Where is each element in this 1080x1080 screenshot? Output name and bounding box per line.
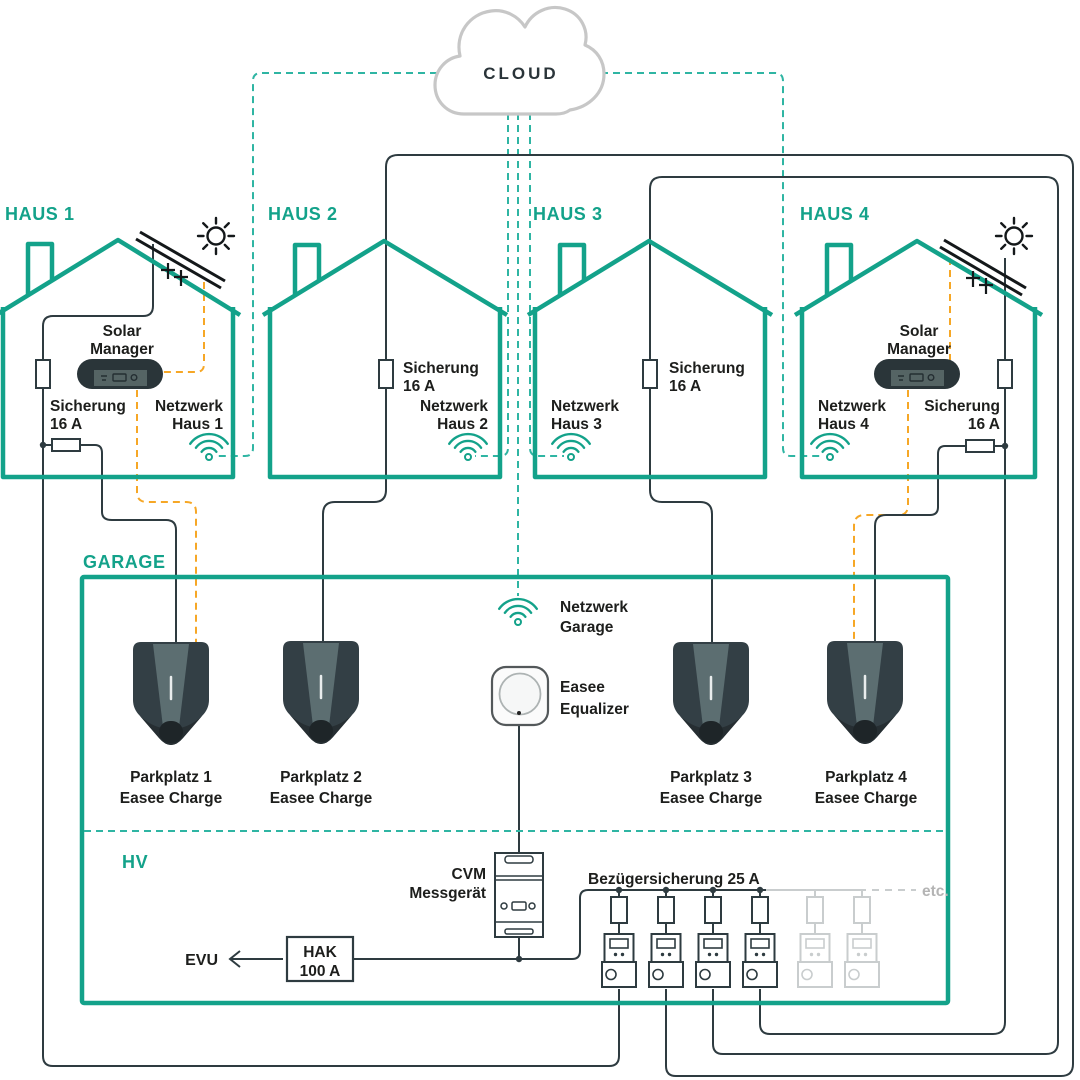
solar-manager-device-haus4	[874, 359, 960, 389]
evu-label: EVU	[185, 952, 218, 969]
garage-title: GARAGE	[83, 552, 166, 572]
equalizer-label-line1: Easee	[560, 679, 605, 696]
fuse-haus2	[378, 359, 394, 389]
solar-manager-label-haus4-line1: Solar	[900, 323, 939, 340]
network-label-garage-line2: Garage	[560, 619, 614, 636]
network-label-haus1-line1: Netzwerk	[155, 398, 223, 415]
solar-manager-links	[136, 258, 951, 645]
solar-manager-device-haus1	[77, 359, 163, 389]
charger4-label-line1: Parkplatz 4	[825, 769, 907, 786]
charger2-label-line2: Easee Charge	[270, 790, 373, 807]
fuse-label-haus2-line1: Sicherung	[403, 360, 479, 377]
wifi-icon-haus3	[551, 432, 591, 461]
etc-label: etc.	[922, 883, 949, 900]
equalizer-label-line2: Equalizer	[560, 701, 629, 718]
network-label-garage-line1: Netzwerk	[560, 599, 628, 616]
hak-box	[285, 935, 355, 983]
fuse-label-haus1-line2: 16 A	[50, 416, 82, 433]
fuse-label-haus3-line2: 16 A	[669, 378, 701, 395]
house-1	[0, 237, 242, 480]
sun-icon-haus1	[196, 216, 236, 256]
fuse-haus4-horizontal	[965, 439, 995, 453]
fuse-haus3	[642, 359, 658, 389]
fuse-label-haus4-line2: 16 A	[968, 416, 1000, 433]
wifi-icon-garage	[498, 597, 538, 626]
sun-icon-haus4	[994, 216, 1034, 256]
solar-manager-label-haus1-line2: Manager	[90, 341, 154, 358]
fuse-haus1-vertical	[35, 359, 51, 389]
network-label-haus2-line2: Haus 2	[437, 416, 488, 433]
fuse-label-haus4-line1: Sicherung	[924, 398, 1000, 415]
junction-dots	[39, 441, 1009, 963]
electric-meter-spare-2	[844, 933, 880, 988]
house-1-chimney	[25, 241, 55, 294]
solar-manager-label-haus4-line2: Manager	[887, 341, 951, 358]
cvm-label-line2: Messgerät	[409, 885, 486, 902]
charger2-label-line1: Parkplatz 2	[280, 769, 362, 786]
network-label-haus4-line2: Haus 4	[818, 416, 869, 433]
network-label-haus1-line2: Haus 1	[172, 416, 223, 433]
hv-title: HV	[122, 852, 148, 872]
house-1-roof	[0, 237, 242, 317]
hak-label-line1: HAK	[303, 944, 337, 961]
garage	[79, 574, 951, 1006]
hak-label-line2: 100 A	[300, 963, 341, 980]
electric-meter-1	[601, 933, 637, 988]
fuse-label-haus2-line2: 16 A	[403, 378, 435, 395]
supply-fuses	[610, 896, 871, 924]
electric-meter-2	[648, 933, 684, 988]
haus1-title: HAUS 1	[5, 204, 75, 224]
easee-equalizer-device	[490, 665, 550, 727]
charger1-label-line2: Easee Charge	[120, 790, 223, 807]
charger-parkplatz-1	[131, 641, 211, 747]
supply-fuse-label: Bezügersicherung 25 A	[588, 871, 760, 888]
network-label-haus4-line1: Netzwerk	[818, 398, 886, 415]
cloud: CLOUD	[433, 5, 606, 116]
house-2	[261, 238, 509, 480]
solar-panel-haus1	[135, 230, 226, 290]
haus3-title: HAUS 3	[533, 204, 603, 224]
house-4	[793, 238, 1044, 480]
charger1-label-line1: Parkplatz 1	[130, 769, 212, 786]
fuse-label-haus3-line1: Sicherung	[669, 360, 745, 377]
fuse-label-haus1-line1: Sicherung	[50, 398, 126, 415]
house-3	[526, 238, 774, 480]
garage-outline	[79, 574, 951, 1006]
network-label-haus2-line1: Netzwerk	[420, 398, 488, 415]
solar-panel-haus4	[939, 238, 1027, 297]
charger-parkplatz-3	[671, 641, 751, 747]
fuse-haus4-vertical	[997, 359, 1013, 389]
haus2-title: HAUS 2	[268, 204, 338, 224]
cloud-network-links	[216, 72, 823, 596]
charger-parkplatz-4	[825, 640, 905, 746]
cvm-label-line1: CVM	[452, 866, 486, 883]
house-1-walls	[0, 307, 236, 480]
charger-parkplatz-2	[281, 640, 361, 746]
network-label-haus3-line2: Haus 3	[551, 416, 602, 433]
charger3-label-line2: Easee Charge	[660, 790, 763, 807]
haus4-title: HAUS 4	[800, 204, 870, 224]
cloud-label: CLOUD	[483, 64, 558, 83]
charger3-label-line1: Parkplatz 3	[670, 769, 752, 786]
fuse-haus1-horizontal	[51, 438, 81, 452]
charger4-label-line2: Easee Charge	[815, 790, 918, 807]
network-label-haus3-line1: Netzwerk	[551, 398, 619, 415]
electric-meter-4	[742, 933, 778, 988]
solar-manager-label-haus1-line1: Solar	[103, 323, 142, 340]
electric-meter-spare-1	[797, 933, 833, 988]
cvm-device	[494, 852, 544, 938]
cloud-shape	[433, 5, 606, 116]
electric-meter-3	[695, 933, 731, 988]
